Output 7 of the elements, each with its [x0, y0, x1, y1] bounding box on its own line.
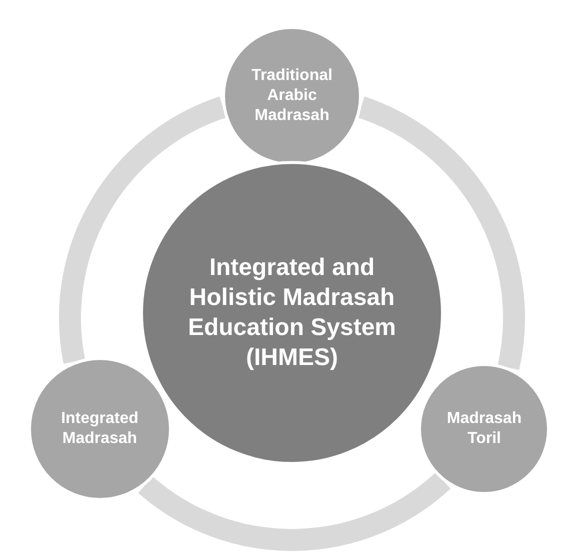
ring-arc-connector — [59, 96, 227, 364]
node-label: Traditional Arabic Madrasah — [250, 66, 334, 126]
ring-arc-connector — [357, 96, 525, 370]
node-label: Integrated Madrasah — [60, 409, 140, 449]
node-label: Integrated and Holistic Madrasah Education System (IHMES) — [186, 253, 398, 373]
node-label: Madrasah Toril — [446, 409, 523, 449]
ring-arc-connector — [138, 472, 450, 551]
